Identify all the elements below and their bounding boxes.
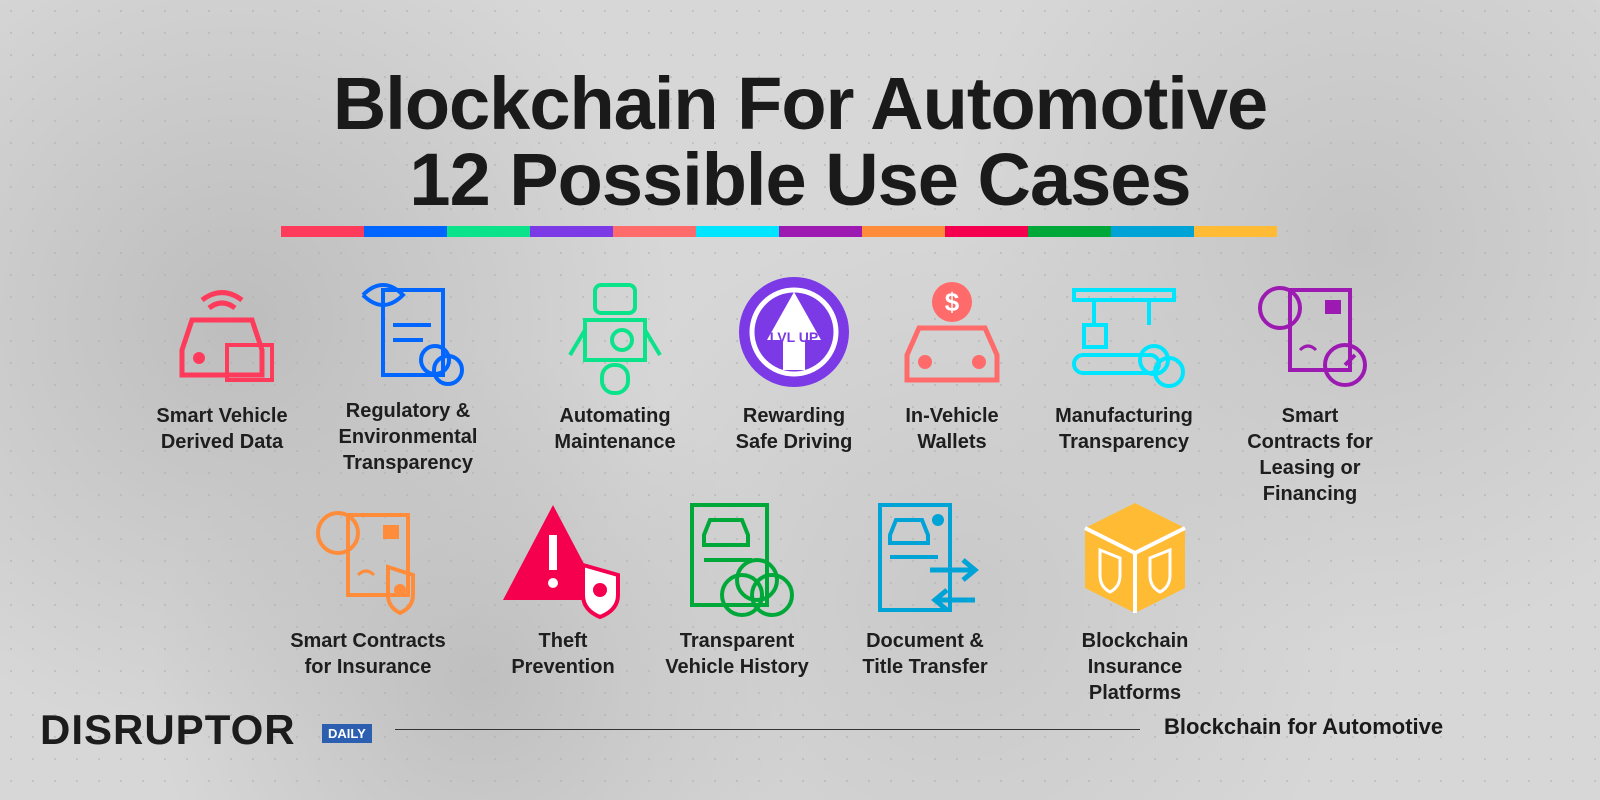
color-segment [945,226,1028,237]
block-cube-icon [1084,503,1186,613]
color-segment [862,226,945,237]
use-case-label: Transparent Vehicle History [665,630,809,678]
color-segment [1194,226,1277,237]
assembly-line-icon [1072,288,1185,388]
use-case-label: Smart Contracts for Leasing or Financing [1247,405,1373,505]
use-case-item: LVL UP Rewarding Safe Driving [699,270,889,455]
use-case-label: Automating Maintenance [554,405,676,453]
warning-shield-icon [503,505,620,620]
use-case-label: In-Vehicle Wallets [905,405,999,453]
use-case-label: Rewarding Safe Driving [735,405,853,453]
color-segment [779,226,862,237]
use-case-item: Manufacturing Transparency [1029,270,1219,455]
level-up-badge-icon: LVL UP [739,277,849,387]
use-case-label: Smart Contracts for Insurance [290,630,446,678]
use-case-item: Document & Title Transfer [830,495,1020,680]
color-segment [364,226,447,237]
use-case-item: Smart Contracts for Insurance [273,495,463,680]
use-case-item: Blockchain Insurance Platforms [1040,495,1230,706]
color-divider [281,226,1277,237]
use-case-item: Smart Contracts for Leasing or Financing [1215,270,1405,507]
footer-rule [395,729,1140,730]
color-segment [530,226,613,237]
robot-icon [568,283,662,395]
use-case-item: Automating Maintenance [520,270,710,455]
svg-text:$: $ [945,287,960,317]
car-dollar-icon: $ [904,282,1000,383]
title-line-1: Blockchain For Automotive [332,62,1268,145]
title-line-2: 12 Possible Use Cases [409,138,1191,221]
color-segment [281,226,364,237]
use-case-label: Document & Title Transfer [862,630,988,678]
logo-daily-tag: DAILY [322,724,372,743]
use-case-item: Transparent Vehicle History [642,495,832,680]
footer-text: Blockchain for Automotive [1164,714,1444,739]
car-document-icon [690,503,794,617]
use-case-label: Blockchain Insurance Platforms [1081,630,1189,704]
use-case-label: Theft Prevention [511,630,615,678]
color-segment [696,226,779,237]
brain-contract-timer-icon [1258,286,1367,387]
color-segment [1028,226,1111,237]
color-segment [613,226,696,237]
use-case-label: Manufacturing Transparency [1055,405,1193,453]
use-case-label: Regulatory & Environmental Transparency [338,400,478,474]
eco-document-icon [361,283,464,386]
use-case-item: Smart Vehicle Derived Data [127,270,317,455]
logo-disruptor: DISRUPTOR [40,706,296,753]
document-transfer-icon [878,503,979,612]
brain-contract-shield-icon [316,511,415,616]
connected-car-icon [179,290,274,382]
color-segment [447,226,530,237]
use-case-item: $ In-Vehicle Wallets [857,270,1047,455]
use-case-item: Regulatory & Environmental Transparency [313,265,503,476]
use-case-item: Theft Prevention [468,495,658,680]
svg-text:LVL UP: LVL UP [770,329,819,345]
use-case-label: Smart Vehicle Derived Data [156,405,288,453]
color-segment [1111,226,1194,237]
